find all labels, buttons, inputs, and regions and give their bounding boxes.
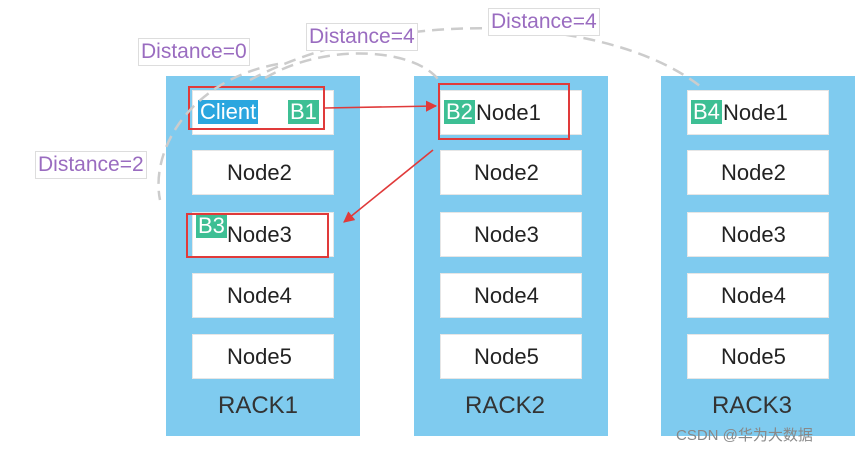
rack2-node3 (440, 212, 582, 257)
rack2-node2-label: Node2 (474, 160, 539, 185)
rack3-node4 (687, 273, 829, 318)
distance2-arc (157, 62, 279, 201)
rack3-node4-label: Node4 (721, 283, 786, 308)
rack1-node2 (192, 150, 334, 195)
rack2-node2 (440, 150, 582, 195)
rack3-node2 (687, 150, 829, 195)
rack1-node2-label: Node2 (227, 160, 292, 185)
rack2-node3-label: Node3 (474, 222, 539, 247)
arrow-b2-to-b3 (343, 149, 434, 223)
rack3-node3 (687, 212, 829, 257)
rack1-label: RACK1 (218, 392, 299, 419)
rack3-node5-label: Node5 (721, 344, 786, 369)
rack3-label: RACK3 (712, 392, 793, 419)
rack2-node5-label: Node5 (474, 344, 539, 369)
rack2-node4 (440, 273, 582, 318)
distance-4-label-rack3: Distance=4 (488, 8, 600, 36)
distance-0-label: Distance=0 (138, 38, 250, 66)
distance4-arc-rack3 (249, 27, 701, 87)
arrow-b1-to-b2 (324, 100, 438, 112)
rack2-node5 (440, 334, 582, 379)
rack1-node4 (192, 273, 334, 318)
rack3-node1-label: Node1 (723, 100, 788, 125)
highlight-client-b1 (188, 86, 325, 130)
rack2-label: RACK2 (465, 392, 546, 419)
client-label: Client (198, 99, 259, 124)
rack3-node3-label: Node3 (721, 222, 786, 247)
rack3-node5 (687, 334, 829, 379)
block-b1-badge: B1 (288, 99, 319, 124)
block-b2-badge: B2 (444, 99, 475, 124)
rack2-node1-label: Node1 (476, 100, 541, 125)
rack2-node4-label: Node4 (474, 283, 539, 308)
block-b4-badge: B4 (691, 99, 722, 124)
watermark: CSDN @华为大数据 (676, 427, 813, 444)
block-b3-badge: B3 (196, 213, 227, 238)
rack1-node4-label: Node4 (227, 283, 292, 308)
highlight-rack2-node1 (438, 83, 570, 140)
rack1-node5-label: Node5 (227, 344, 292, 369)
distance-2-label: Distance=2 (35, 151, 147, 179)
rack3-node2-label: Node2 (721, 160, 786, 185)
distance4-arc-rack2 (264, 52, 442, 83)
highlight-rack1-node3 (186, 213, 329, 258)
rack1-node5 (192, 334, 334, 379)
distance-4-label-rack2: Distance=4 (306, 23, 418, 51)
rack1-node3-label: Node3 (227, 222, 292, 247)
